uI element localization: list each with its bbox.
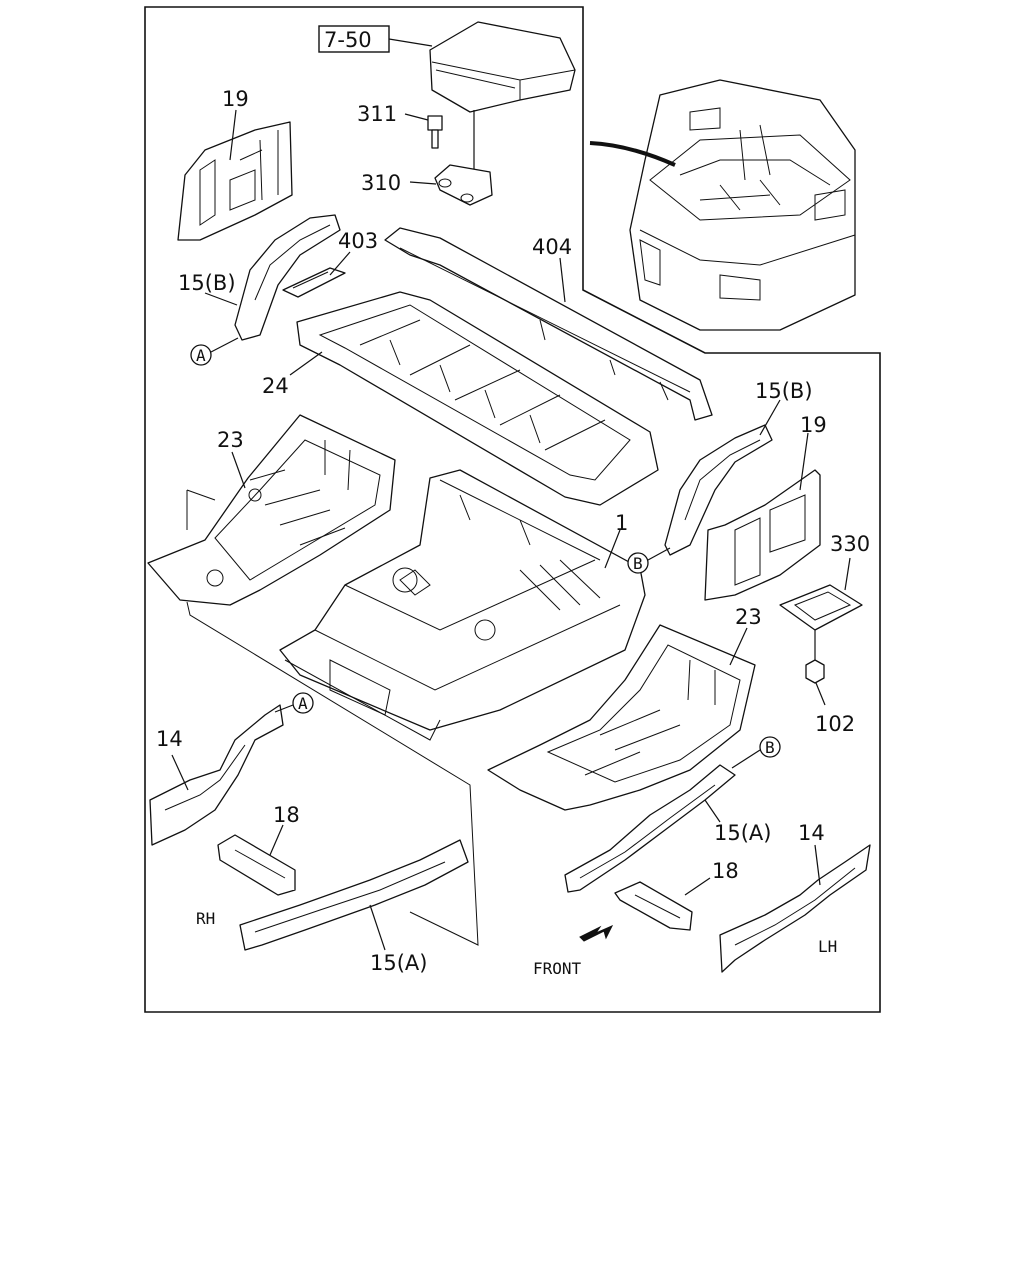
label-23-left: 23 [217,428,244,452]
cab-overview-illustration [589,79,856,331]
floor-23-right-part [487,624,756,811]
cross-member-404-part [384,227,713,421]
label-102: 102 [815,712,855,736]
rear-floor-24-part [296,291,659,506]
diagram-frame [144,6,881,1013]
rear-panel-19-left-part [177,121,293,241]
bolt-311-part [427,115,443,149]
plate-403-part [282,267,346,298]
bracket-18-right-part [614,881,693,931]
label-24: 24 [262,374,289,398]
floor-23-left-part [147,414,396,606]
bracket-18-left-part [217,834,296,896]
label-403: 403 [338,229,378,253]
label-18-right: 18 [712,859,739,883]
side-member-15a-right-part [564,764,736,893]
label-15a-bottom: 15(A) [370,951,427,975]
label-15b-right: 15(B) [755,379,813,403]
side-member-15a-left-part [239,839,469,951]
label-rh: RH [196,909,215,928]
label-18-left: 18 [273,803,300,827]
label-23-right: 23 [735,605,762,629]
bracket-310-part [434,164,493,206]
ref-b-low: B [765,738,775,757]
rocker-14-left-part [149,704,284,846]
label-311: 311 [357,102,397,126]
callout-7-50: 7-50 [324,28,372,52]
ref-a-top: A [196,346,206,365]
pillar-15b-left-part [234,214,341,341]
label-404: 404 [532,235,572,259]
pillar-15b-right-part [664,424,773,556]
bracket-330-part [779,584,863,631]
label-15a-right: 15(A) [714,821,771,845]
label-14-right: 14 [798,821,825,845]
label-310: 310 [361,171,401,195]
rocker-14-right-part [719,844,871,973]
ref-a-low: A [298,694,308,713]
label-1: 1 [615,511,628,535]
rear-panel-19-right-part [704,469,821,601]
label-330: 330 [830,532,870,556]
control-box-part [429,21,576,113]
label-19-upper-left: 19 [222,87,249,111]
front-direction-arrow [579,924,614,942]
label-14-left: 14 [156,727,183,751]
label-15b-left: 15(B) [178,271,236,295]
label-lh: LH [818,937,837,956]
label-19-right: 19 [800,413,827,437]
label-front: FRONT [533,959,582,978]
ref-b-mid: B [633,554,643,573]
nut-102-part [805,659,825,684]
